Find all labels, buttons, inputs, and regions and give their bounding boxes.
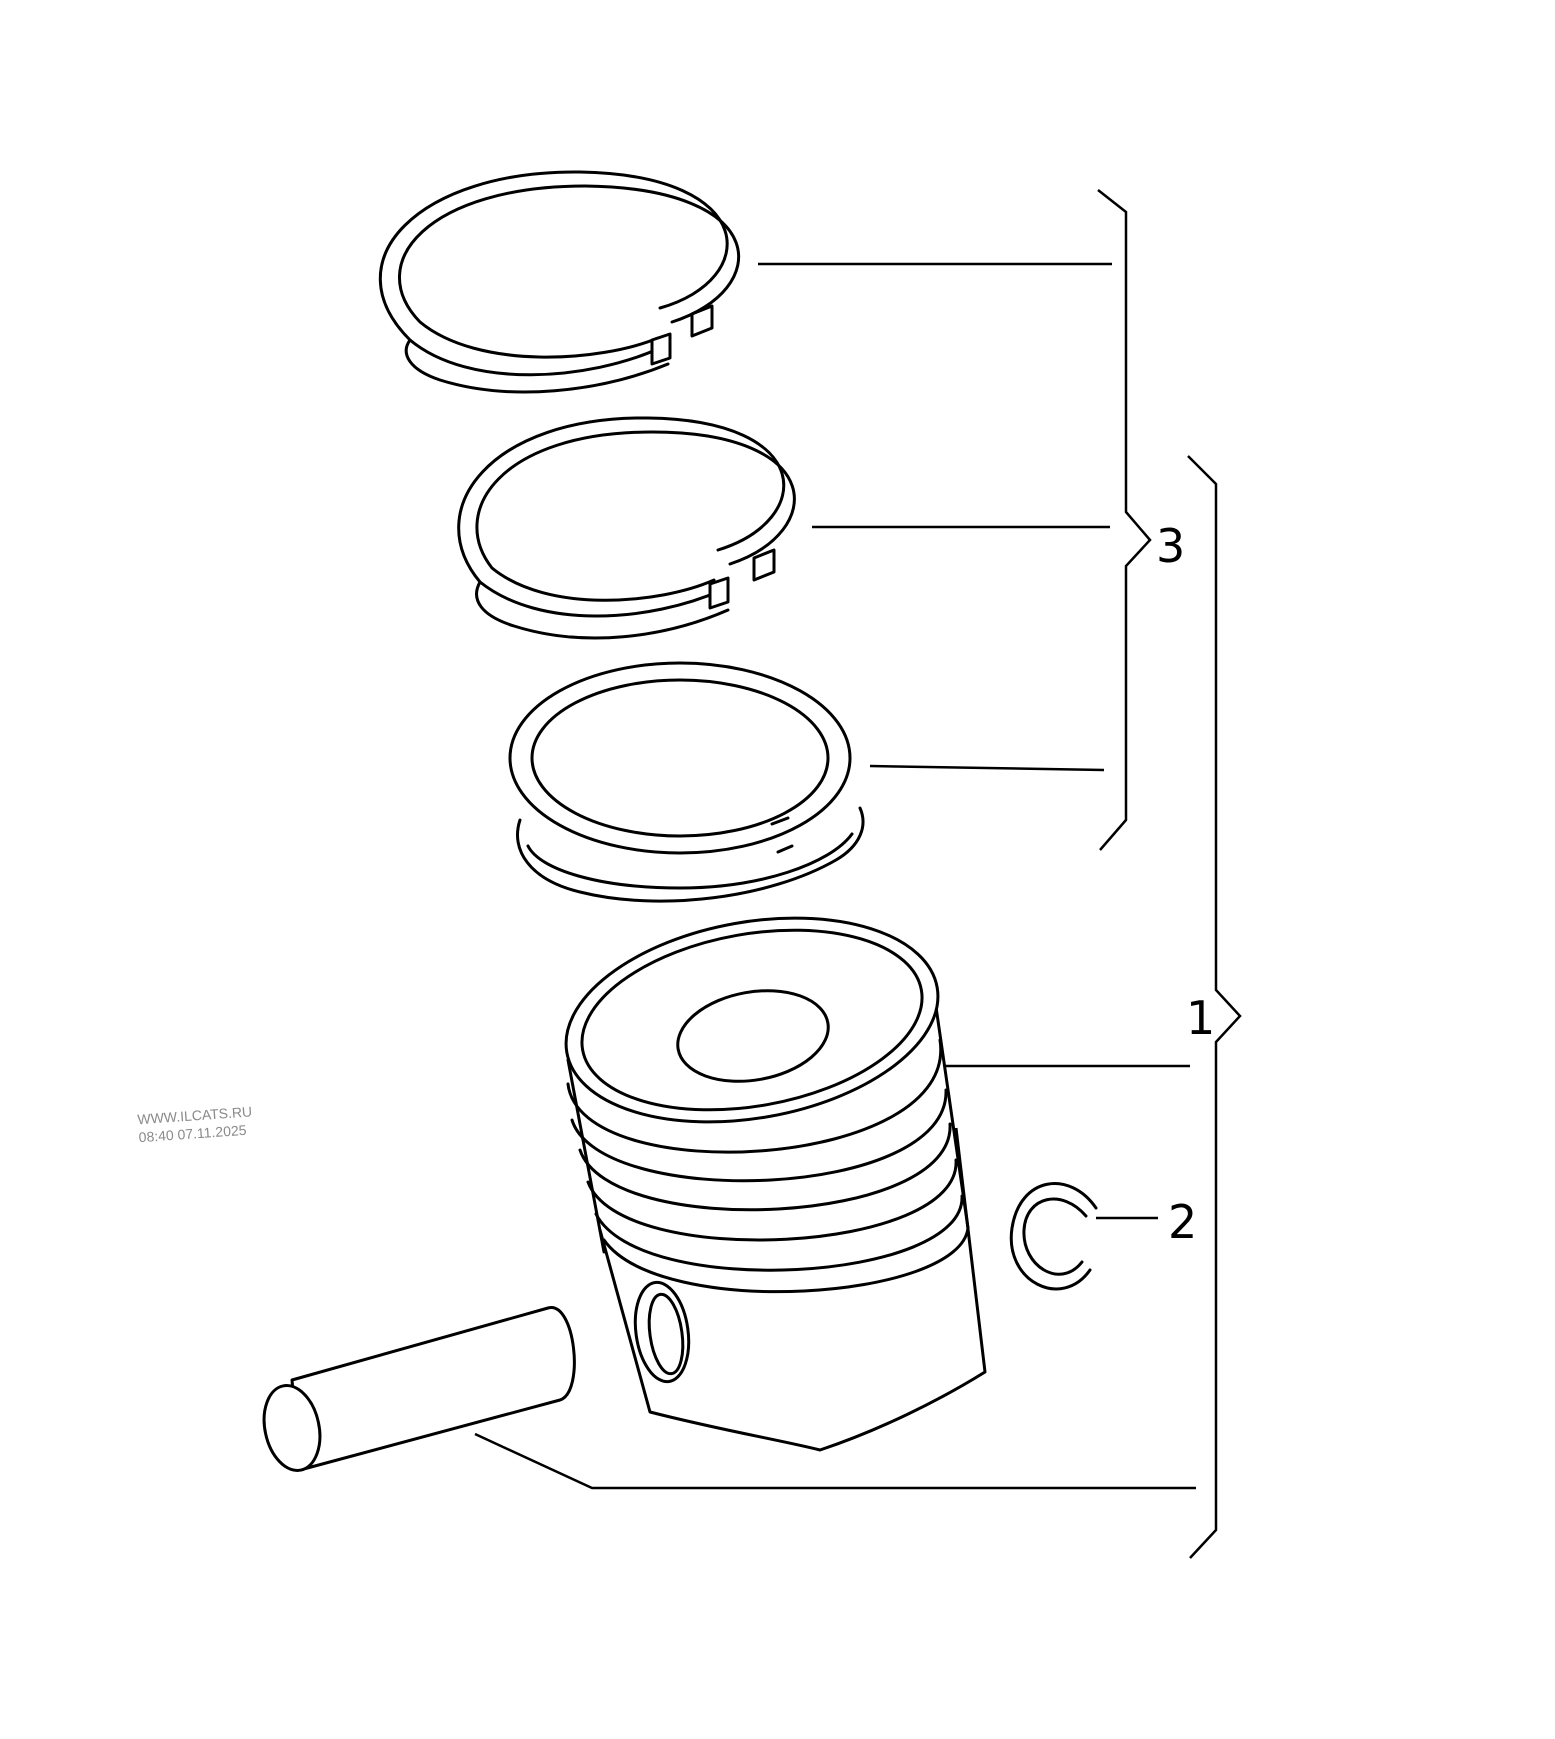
- piston[interactable]: [550, 891, 987, 1452]
- piston-pin[interactable]: [257, 1306, 576, 1476]
- bracket-assembly: [1187, 455, 1242, 1559]
- callout-3[interactable]: 3: [1156, 519, 1185, 573]
- watermark: WWW.ILCATS.RU 08:40 07.11.2025: [137, 1103, 253, 1146]
- watermark-site: WWW.ILCATS.RU: [137, 1103, 253, 1127]
- bracket-rings: [1097, 189, 1152, 851]
- piston-ring-top[interactable]: [378, 170, 740, 394]
- leader-lines: [474, 262, 1196, 1490]
- circlip[interactable]: [1009, 1182, 1098, 1291]
- callout-1[interactable]: 1: [1186, 991, 1215, 1045]
- piston-ring-middle[interactable]: [457, 416, 796, 640]
- callout-2[interactable]: 2: [1168, 1195, 1197, 1249]
- watermark-timestamp: 08:40 07.11.2025: [138, 1122, 247, 1146]
- piston-ring-oil[interactable]: [508, 661, 865, 903]
